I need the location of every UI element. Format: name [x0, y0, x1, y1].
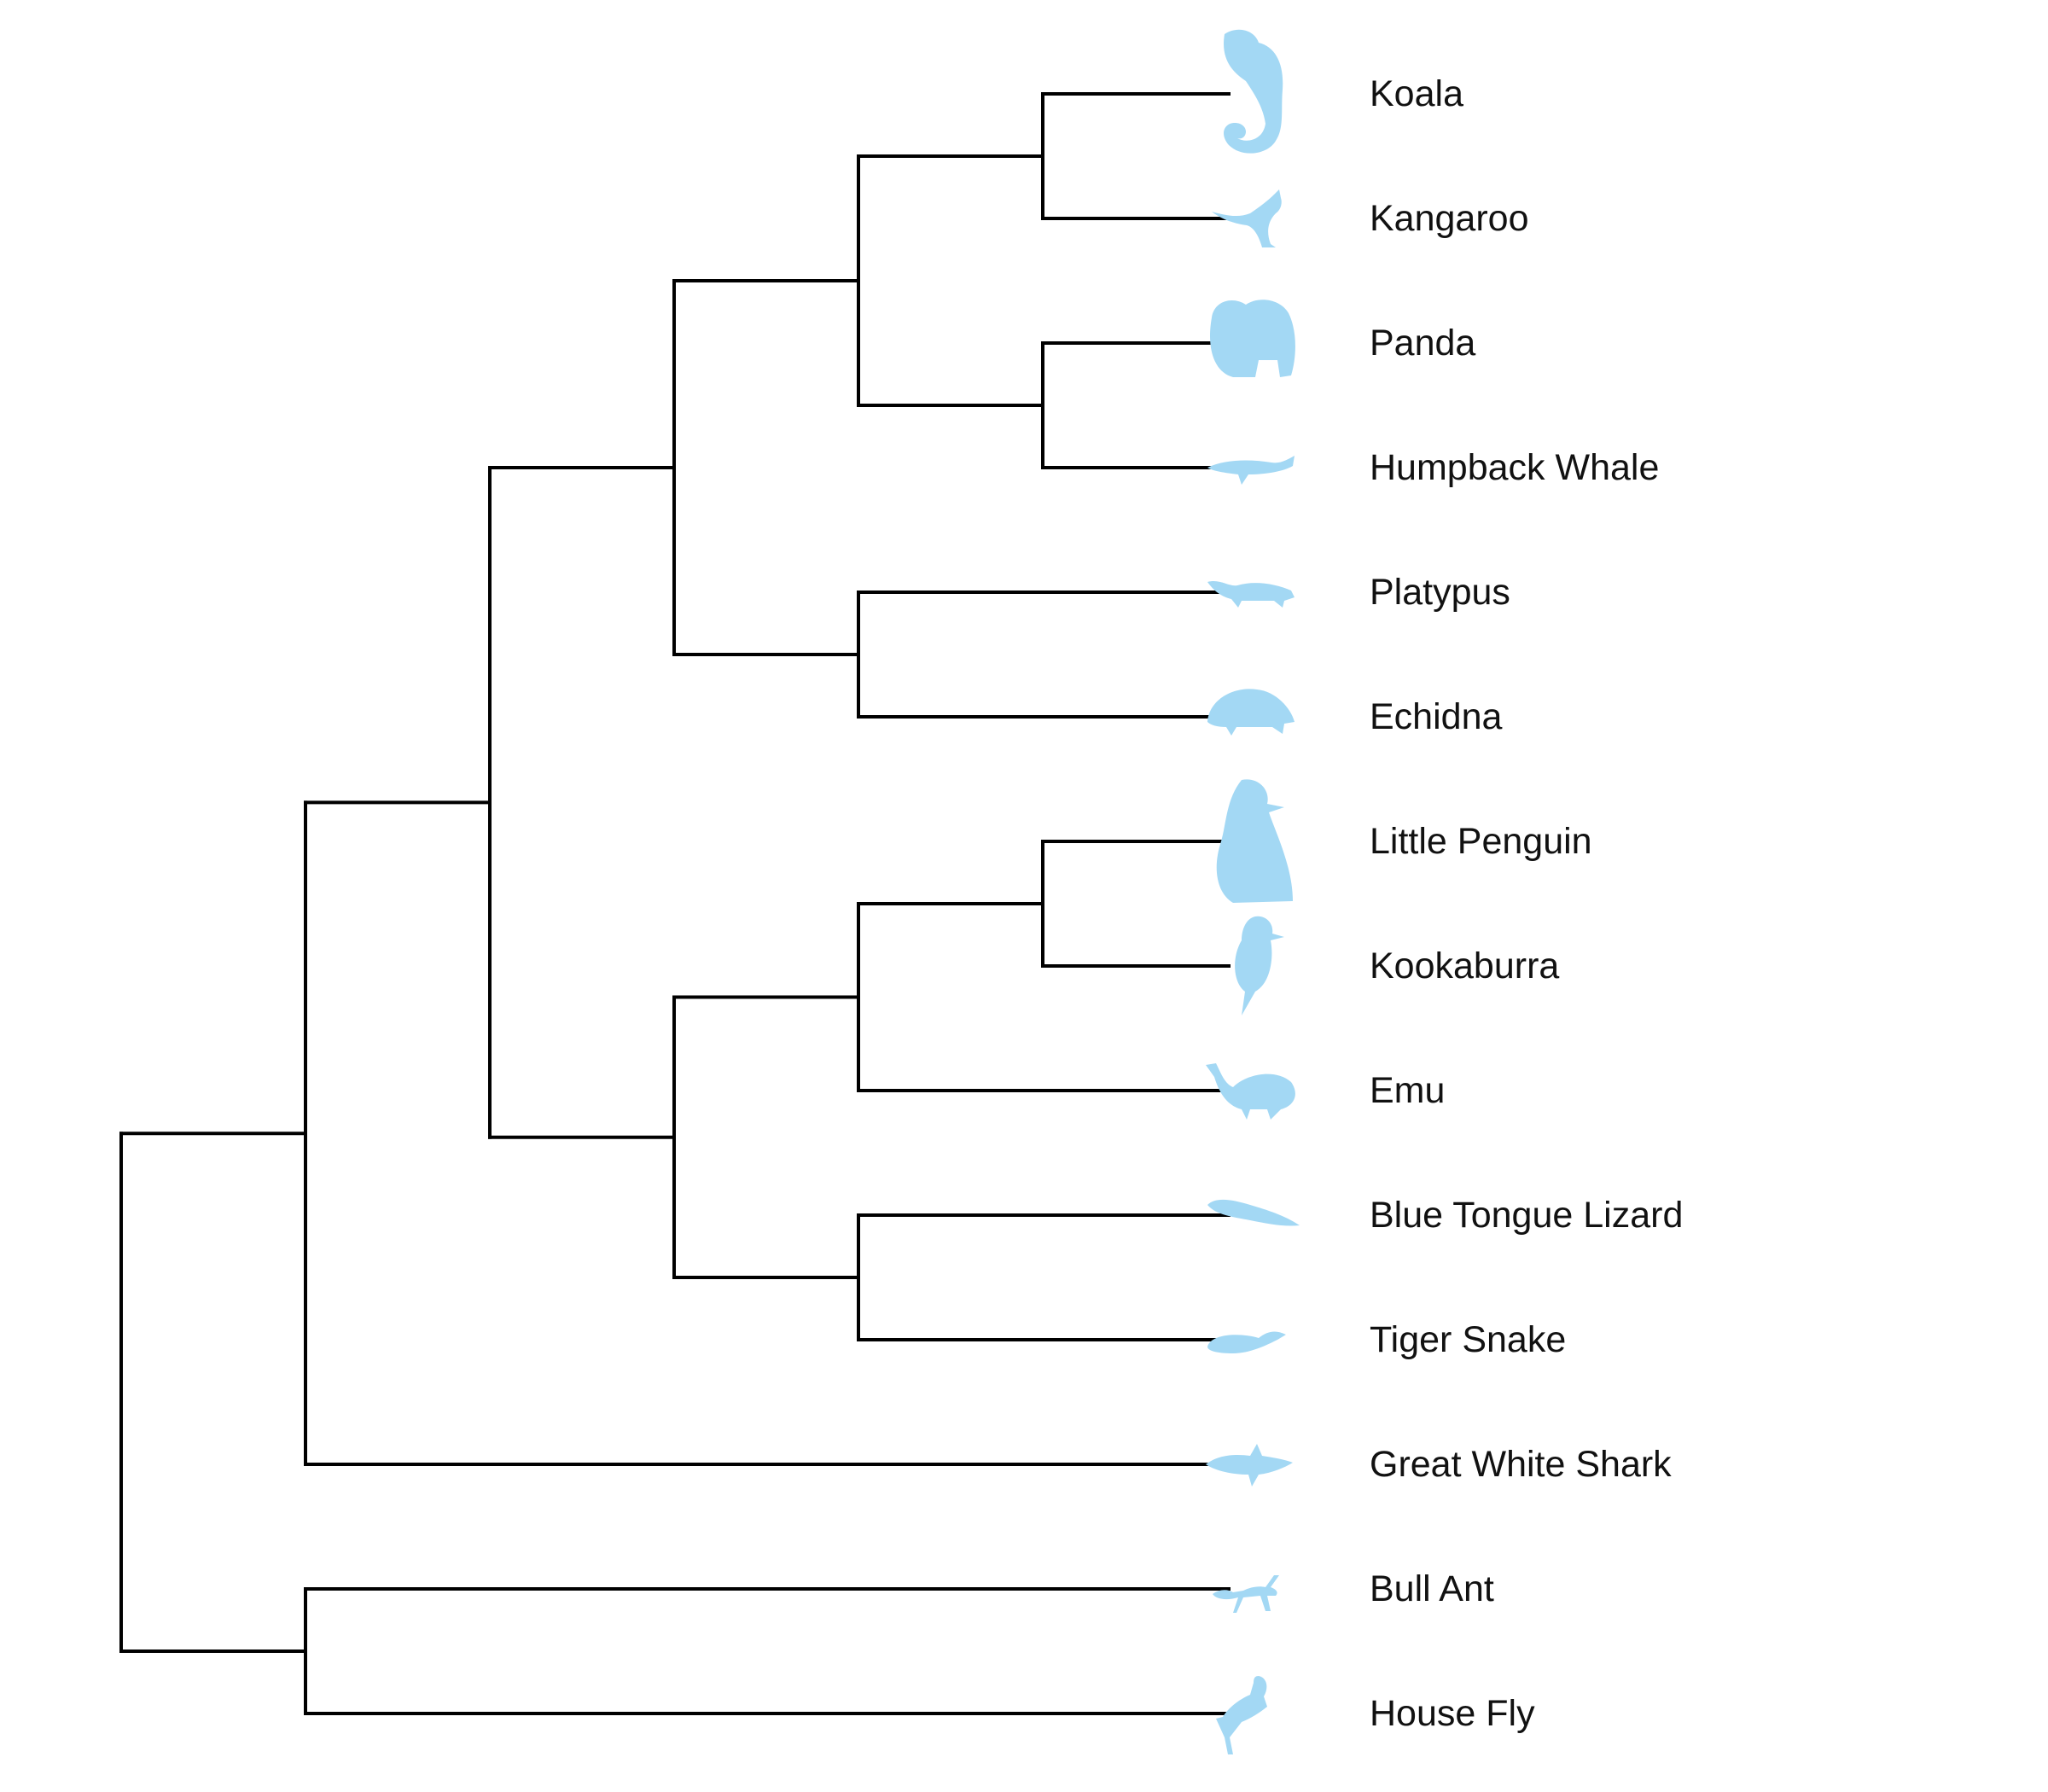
- fly-silhouette-icon: [1216, 1676, 1267, 1754]
- kookaburra-silhouette-icon: [1235, 916, 1284, 1015]
- taxon-label-echidna: Echidna: [1370, 696, 1502, 737]
- platypus-silhouette-shape: [1207, 581, 1295, 608]
- taxon-label-kangaroo: Kangaroo: [1370, 198, 1529, 239]
- house-fly-silhouette-shape: [1216, 1676, 1267, 1754]
- penguin-silhouette-icon: [1216, 779, 1293, 903]
- taxon-label-great-white-shark: Great White Shark: [1370, 1444, 1672, 1485]
- taxon-label-house-fly: House Fly: [1370, 1693, 1535, 1734]
- taxon-label-tiger-snake: Tiger Snake: [1370, 1319, 1566, 1360]
- platypus-silhouette-icon: [1207, 581, 1295, 608]
- panda-silhouette-shape: [1209, 300, 1295, 377]
- little-penguin-silhouette-shape: [1216, 779, 1293, 903]
- tree-branches: [119, 92, 1231, 1715]
- kangaroo-silhouette-shape: [1212, 189, 1282, 247]
- taxon-silhouettes: [1206, 29, 1300, 1754]
- koala-silhouette-shape: [1224, 29, 1283, 154]
- panda-silhouette-icon: [1209, 300, 1295, 377]
- tiger-snake-silhouette-shape: [1207, 1331, 1286, 1353]
- taxon-label-blue-tongue-lizard: Blue Tongue Lizard: [1370, 1195, 1683, 1236]
- kookaburra-silhouette-shape: [1235, 916, 1284, 1015]
- taxon-label-bull-ant: Bull Ant: [1370, 1568, 1494, 1609]
- taxon-label-platypus: Platypus: [1370, 572, 1510, 613]
- humpback-whale-silhouette-shape: [1207, 456, 1295, 485]
- ant-silhouette-icon: [1213, 1575, 1279, 1613]
- echidna-silhouette-shape: [1207, 689, 1295, 736]
- kangaroo-silhouette-icon: [1212, 189, 1282, 247]
- possum-silhouette-icon: [1224, 29, 1283, 154]
- snake-silhouette-icon: [1207, 1331, 1286, 1353]
- echidna-silhouette-icon: [1207, 689, 1295, 736]
- taxon-label-humpback-whale: Humpback Whale: [1370, 447, 1659, 488]
- shark-silhouette-icon: [1206, 1444, 1293, 1487]
- taxon-label-little-penguin: Little Penguin: [1370, 821, 1592, 862]
- bull-ant-silhouette-shape: [1213, 1575, 1279, 1613]
- emu-silhouette-icon: [1206, 1063, 1295, 1120]
- great-white-shark-silhouette-shape: [1206, 1444, 1293, 1487]
- taxon-label-koala: Koala: [1370, 73, 1463, 114]
- lizard-silhouette-icon: [1207, 1199, 1300, 1226]
- emu-silhouette-shape: [1206, 1063, 1295, 1120]
- taxon-label-panda: Panda: [1370, 323, 1475, 364]
- taxon-label-emu: Emu: [1370, 1070, 1445, 1111]
- blue-tongue-lizard-silhouette-shape: [1207, 1199, 1300, 1226]
- taxon-label-kookaburra: Kookaburra: [1370, 945, 1559, 986]
- whale-silhouette-icon: [1207, 456, 1295, 485]
